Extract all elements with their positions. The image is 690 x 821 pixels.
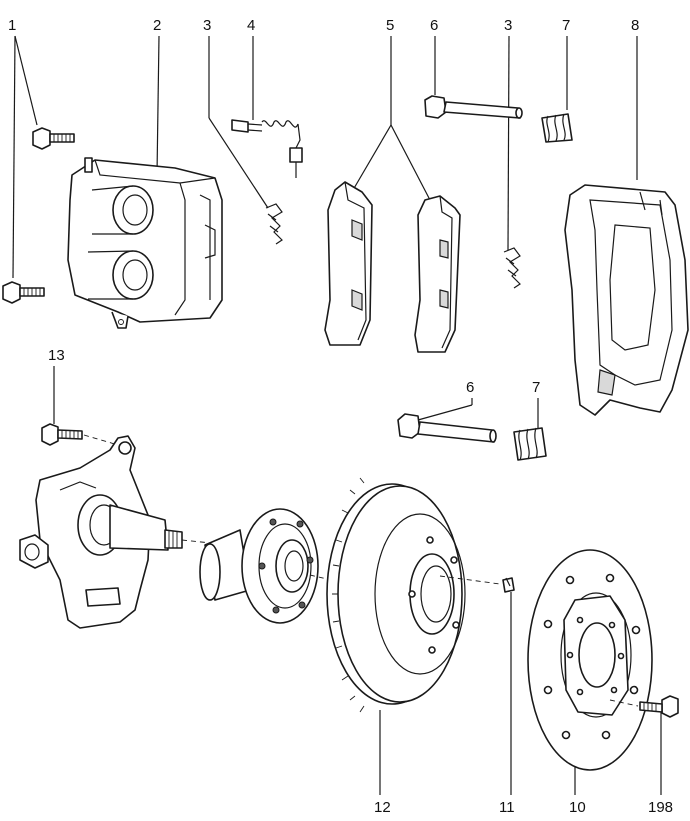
label-7-bottom: 7 — [532, 379, 540, 396]
brake-caliper — [67, 157, 223, 329]
pin-boot-lower — [513, 427, 547, 461]
shield-bolt — [609, 695, 679, 718]
label-198: 198 — [648, 799, 673, 816]
label-8: 8 — [631, 17, 639, 34]
label-3-left: 3 — [203, 17, 211, 34]
label-5: 5 — [386, 17, 394, 34]
label-4: 4 — [247, 17, 255, 34]
label-1: 1 — [8, 17, 16, 34]
guide-pin-lower — [397, 413, 497, 443]
anti-rattle-clip-left — [265, 203, 283, 245]
wheel-hub — [199, 508, 341, 624]
brake-pad-inner — [324, 181, 373, 346]
callout-labels: 1 2 3 4 5 6 3 7 8 13 6 7 12 11 10 198 — [8, 17, 673, 816]
brake-disc — [326, 477, 501, 713]
disc-locating-screw — [502, 577, 515, 593]
label-6-bottom: 6 — [466, 379, 474, 396]
steering-knuckle — [19, 435, 231, 629]
label-13: 13 — [48, 347, 65, 364]
wear-sensor — [231, 119, 303, 178]
pin-boot-upper — [541, 113, 573, 143]
label-7-top: 7 — [562, 17, 570, 34]
label-12: 12 — [374, 799, 391, 816]
caliper-bolt-lower — [2, 281, 45, 304]
dust-shield — [527, 549, 653, 771]
brake-pad-outer — [414, 195, 461, 353]
caliper-bolt-upper — [32, 127, 75, 150]
anti-rattle-clip-right — [503, 247, 521, 289]
caliper-carrier-bracket — [564, 184, 689, 416]
label-6-top: 6 — [430, 17, 438, 34]
label-2: 2 — [153, 17, 161, 34]
knuckle-bolt — [41, 423, 119, 446]
guide-pin-upper — [424, 95, 523, 119]
label-3-right: 3 — [504, 17, 512, 34]
label-11: 11 — [499, 799, 515, 816]
label-10: 10 — [569, 799, 586, 816]
leader-lines — [12, 35, 662, 795]
